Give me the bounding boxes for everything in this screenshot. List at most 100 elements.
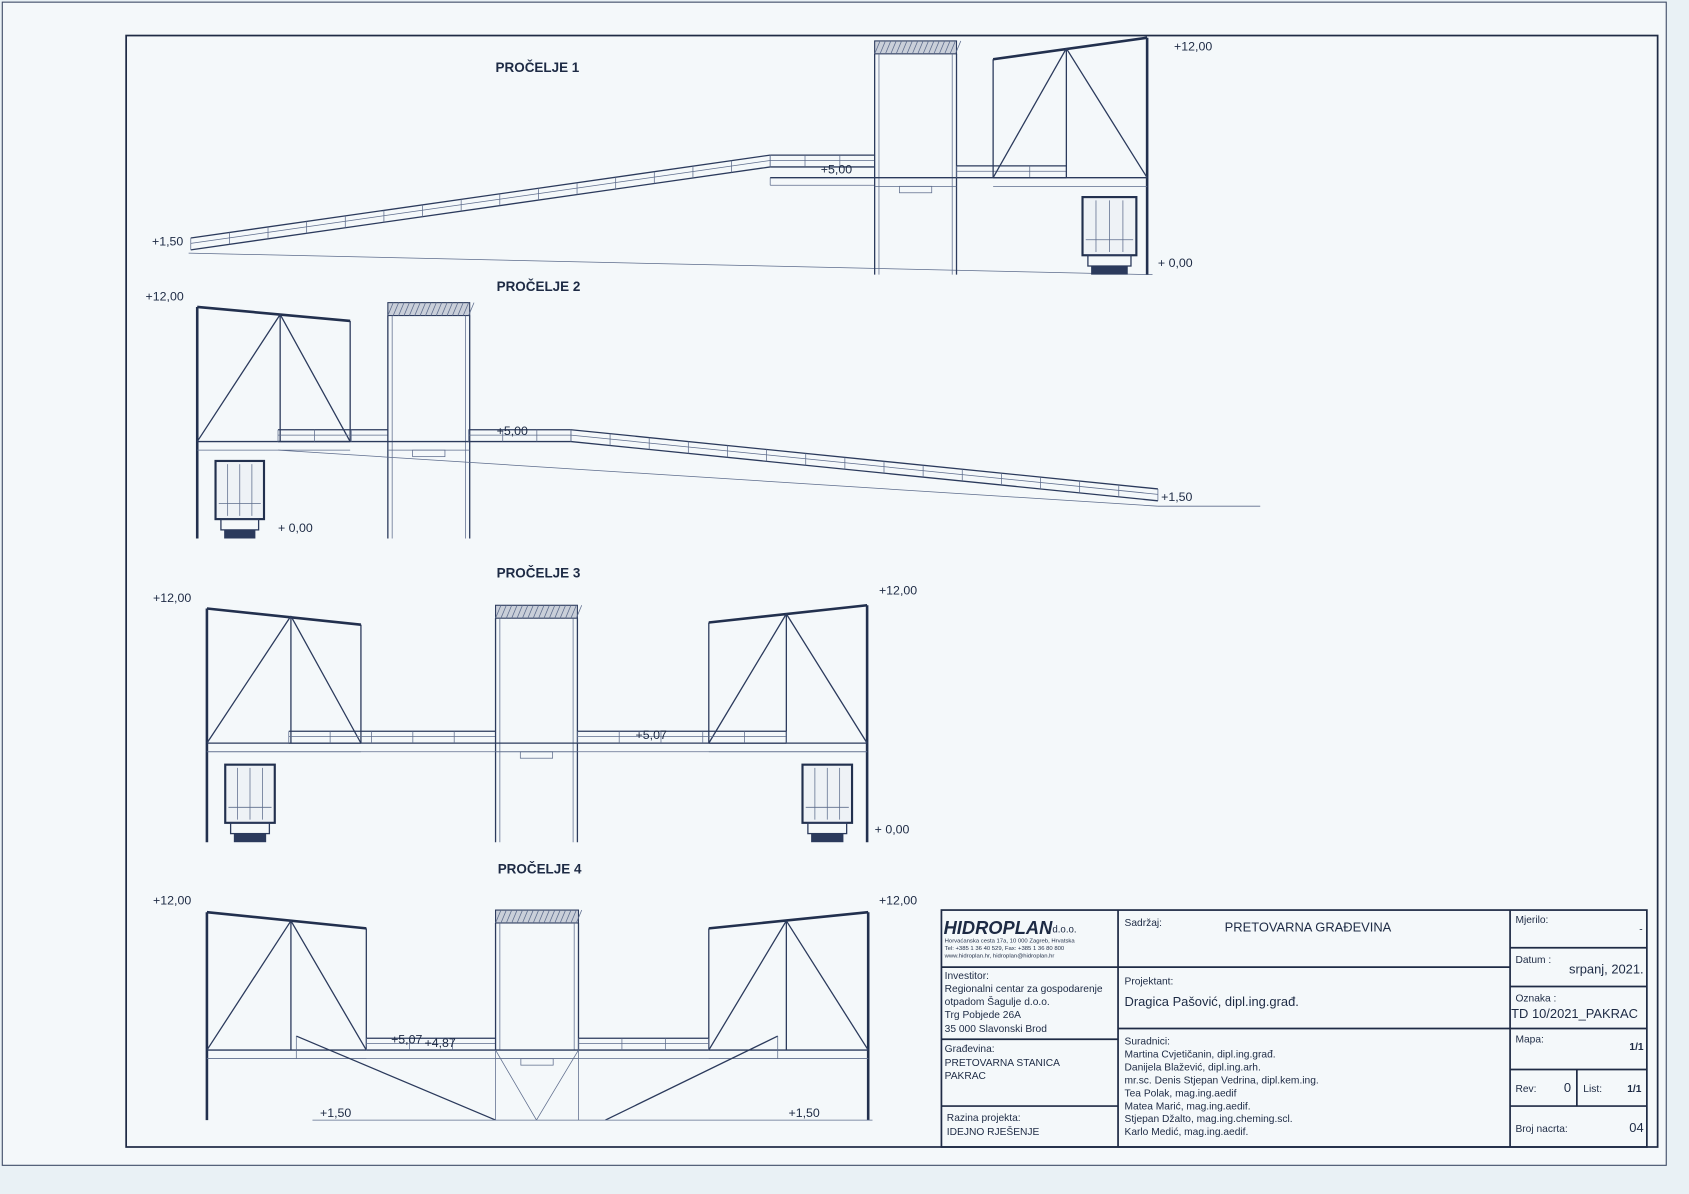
hatch <box>543 605 550 619</box>
mjerilo-label: Mjerilo: <box>1515 915 1548 926</box>
hatch <box>527 909 534 924</box>
hatch <box>387 302 394 316</box>
section-title-1: PROČELJE 1 <box>496 60 580 75</box>
hatch <box>495 909 502 924</box>
investitor-label: Investitor: <box>945 971 989 982</box>
hatch <box>538 605 545 619</box>
hatch <box>938 40 946 54</box>
shed-roof <box>206 607 362 626</box>
oznaka-label: Oznaka : <box>1515 994 1556 1005</box>
hatch <box>457 302 464 316</box>
truck-wheels <box>233 833 267 843</box>
hatch <box>933 40 940 54</box>
hatch <box>885 40 892 54</box>
hatch <box>403 302 410 316</box>
drawing-frame <box>125 34 1659 1148</box>
hatch <box>435 302 443 316</box>
hatch <box>874 40 881 54</box>
hatch <box>912 40 919 54</box>
datum-value: srpanj, 2021. <box>1569 962 1644 977</box>
level-label: +12,00 <box>879 584 917 598</box>
railing <box>570 434 1158 495</box>
tower-roof-hatch <box>495 909 580 924</box>
oznaka-value: TD 10/2021_PAKRAC <box>1511 1006 1638 1021</box>
suradnik: mr.sc. Denis Stjepan Vedrina, dipl.kem.i… <box>1125 1075 1319 1086</box>
hatch <box>949 40 956 54</box>
level-label: +12,00 <box>146 289 184 303</box>
truss <box>708 920 787 1051</box>
level-label: +5,07 <box>636 728 667 742</box>
suradnik: Danijela Blažević, dipl.ing.arh. <box>1125 1063 1261 1074</box>
ramp <box>296 1035 496 1121</box>
railing <box>190 166 771 251</box>
level-label: +1,50 <box>320 1106 351 1120</box>
projektant-value: Dragica Pašović, dipl.ing.građ. <box>1125 994 1299 1009</box>
truss <box>992 48 1067 179</box>
razina-value: IDEJNO RJEŠENJE <box>947 1125 1040 1138</box>
railing <box>570 429 1158 490</box>
hatch <box>575 909 583 924</box>
level-label: + 0,00 <box>1158 256 1193 270</box>
hatch <box>392 302 399 316</box>
truss <box>785 613 868 744</box>
broj-label: Broj nacrta: <box>1515 1124 1567 1135</box>
hatch <box>522 909 529 924</box>
paper-border <box>1 1 1667 1166</box>
truck-wheels <box>811 833 844 843</box>
level-label: +12,00 <box>153 591 191 605</box>
shed-roof <box>708 603 868 624</box>
truck-wheels <box>1091 266 1128 275</box>
list-value: 1/1 <box>1627 1084 1642 1095</box>
hatch <box>532 605 539 619</box>
mapa-value: 1/1 <box>1629 1042 1644 1053</box>
truss <box>196 314 281 442</box>
level-label: +1,50 <box>152 235 183 249</box>
hatch <box>895 40 902 54</box>
hatch <box>570 605 577 619</box>
section-title-4: PROČELJE 4 <box>498 861 582 876</box>
hatch <box>549 909 556 924</box>
hatch <box>554 909 561 924</box>
truss <box>206 920 292 1051</box>
section-title-3: PROČELJE 3 <box>497 565 581 580</box>
level-label: +5,00 <box>821 162 852 176</box>
suradnik: Stjepan Džalto, mag.ing.cheming.scl. <box>1125 1114 1293 1125</box>
hatch <box>446 302 453 316</box>
company-web: www.hidroplan.hr, hidroplan@hidroplan.hr <box>944 953 1055 959</box>
suradnik: Karlo Medić, mag.ing.aedif. <box>1125 1127 1249 1138</box>
hatch <box>516 605 523 619</box>
hatch <box>955 40 962 54</box>
shed-roof <box>708 910 869 930</box>
hatch <box>565 909 572 924</box>
company-address: Horvaćanska cesta 17a, 10 000 Zagreb, Hr… <box>945 938 1076 944</box>
hatch <box>570 909 577 924</box>
hatch <box>441 302 448 316</box>
tower-beam <box>899 185 933 194</box>
level-label: +4,87 <box>424 1036 455 1050</box>
mapa-label: Mapa: <box>1515 1035 1543 1046</box>
truss <box>206 615 292 744</box>
drawing-line <box>536 1049 579 1121</box>
hatch <box>554 605 561 619</box>
level-label: +12,00 <box>153 894 191 908</box>
hatch <box>398 302 405 316</box>
elevation-geometry <box>188 36 1261 1121</box>
datum-label: Datum : <box>1515 955 1551 966</box>
section-title-2: PROČELJE 2 <box>497 279 581 294</box>
hatch <box>565 605 572 619</box>
suradnik: Matea Marić, mag.ing.aedif. <box>1125 1101 1251 1112</box>
drawing-line <box>495 1049 537 1121</box>
level-label: +12,00 <box>1174 40 1212 54</box>
projektant-label: Projektant: <box>1125 976 1174 987</box>
title-block: HIDROPLAN d.o.o. Horvaćanska cesta 17a, … <box>940 909 1648 1148</box>
truss <box>785 920 869 1051</box>
hatch <box>928 40 935 54</box>
hatch <box>559 605 566 619</box>
truss <box>290 615 362 744</box>
hatch <box>917 40 924 54</box>
hatch <box>559 909 566 924</box>
hatch <box>505 909 513 924</box>
hatch <box>511 909 518 924</box>
mjerilo-value: - <box>1639 925 1642 936</box>
hatch <box>462 302 469 316</box>
